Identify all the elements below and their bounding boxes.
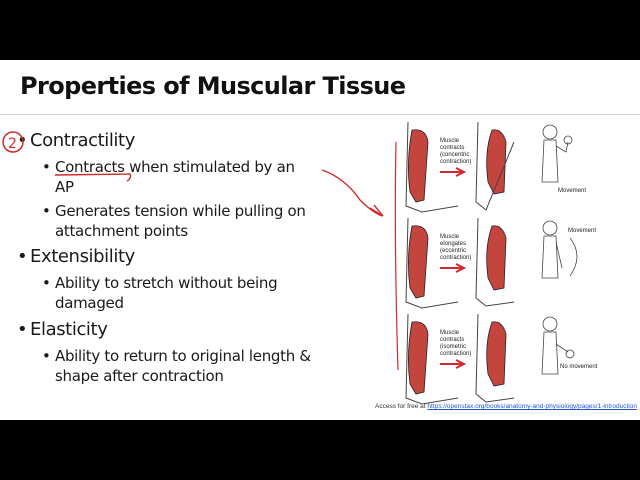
row3-side-label: No movement [560,364,598,370]
person-body-icon [541,235,563,279]
bullet-contracts-ap: Contracts when stimulated by an AP [42,157,317,197]
muscle-shape [408,321,429,395]
muscle-shape [486,129,507,195]
red-arrow-icon [440,167,467,177]
citation-prefix: Access for free at [375,403,426,410]
figure-row-eccentric: Muscle elongates (eccentric contraction)… [405,217,596,309]
figure-row-concentric: Muscle contracts (concentric contraction… [405,122,586,213]
red-arrow-icon [440,359,467,369]
row3-label-line2: contracts [440,337,464,343]
row2-side-label: Movement [568,228,596,234]
bullet-stretch: Ability to stretch without being damaged [42,273,317,313]
bullet-extensibility: Extensibility [17,246,135,268]
curved-arrow-icon [569,237,578,277]
muscle-shape [486,321,507,387]
person-head-icon [542,220,558,236]
slide-title: Properties of Muscular Tissue [20,72,406,100]
muscle-shape [408,225,429,299]
slide: Properties of Muscular Tissue Contractil… [0,60,640,420]
row3-label-line4: contraction) [440,351,471,357]
row2-label-line3: (eccentric [440,248,466,254]
letterbox-bottom [0,420,640,480]
row3-label-line3: (isometric [440,344,466,350]
arm-outline [475,122,515,211]
bullet-list: Contractility Contracts when stimulated … [0,60,330,420]
bullet-generates-tension: Generates tension while pulling on attac… [42,201,317,241]
person-body-icon [541,331,569,375]
muscle-contraction-figure: Muscle contracts (concentric contraction… [405,122,598,404]
person-body-icon [541,139,569,183]
row1-label-line3: (concentric [440,152,469,158]
red-arrow-icon [440,263,467,273]
muscle-shape [486,225,507,291]
figure-row-isometric: Muscle contracts (isometric contraction)… [405,313,598,404]
muscle-shape [408,129,429,203]
row3-label-line1: Muscle [440,330,460,336]
annotation-arrow-icon [321,169,384,217]
bullet-return-shape: Ability to return to original length & s… [42,346,317,386]
bullet-elasticity: Elasticity [17,319,108,341]
arm-outline [405,122,459,213]
arm-outline [475,313,515,403]
citation-link[interactable]: https://openstax.org/books/anatomy-and-p… [427,403,637,410]
arm-outline [405,313,459,404]
bullet-contractility: Contractility [17,130,135,152]
person-head-icon [542,124,558,140]
citation: Access for free at https://openstax.org/… [375,403,637,410]
row1-side-label: Movement [558,188,586,194]
row2-label-line4: contraction) [440,255,471,261]
row1-label-line2: contracts [440,145,464,151]
letterbox-top [0,0,640,60]
person-head-icon [542,316,558,332]
row2-label-line2: elongates [440,241,466,247]
row1-label-line1: Muscle [440,138,460,144]
row2-label-line1: Muscle [440,234,460,240]
row1-label-line4: contraction) [440,159,471,165]
arm-outline [475,217,515,307]
dumbbell-icon [563,135,573,145]
title-divider [0,114,640,115]
dumbbell-icon [565,349,575,359]
arm-outline [405,217,459,309]
